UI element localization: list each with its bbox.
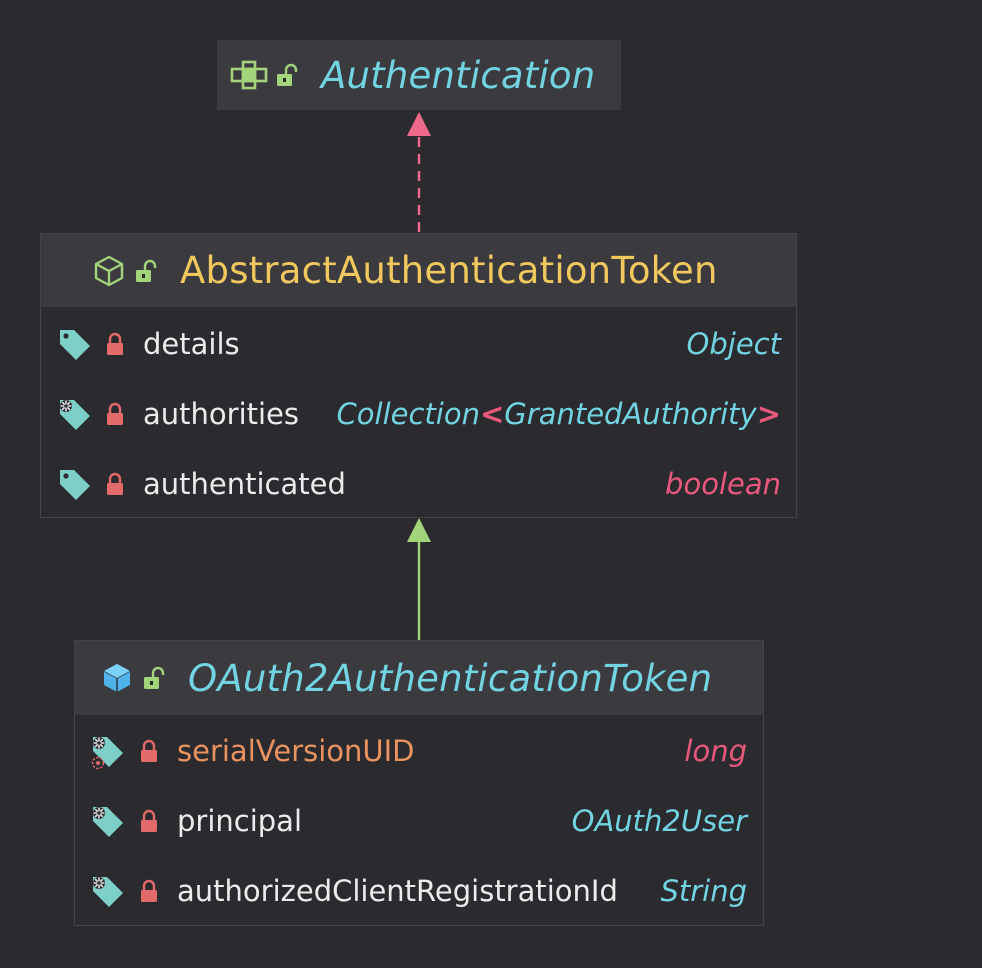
- public-lock-icon: [142, 665, 166, 691]
- static-final-field-tag-icon: [90, 734, 126, 770]
- generic-open: <: [479, 397, 505, 431]
- node-header: OAuth2AuthenticationToken: [75, 641, 763, 715]
- public-lock-icon: [275, 62, 299, 88]
- field-row-details[interactable]: details Object: [41, 309, 796, 379]
- private-lock-icon: [139, 739, 159, 763]
- final-field-tag-icon: [90, 804, 126, 838]
- field-name: principal: [177, 804, 303, 838]
- field-row-authorized-client-registration-id[interactable]: authorizedClientRegistrationId String: [75, 856, 763, 926]
- interface-icon: [229, 57, 269, 93]
- abstract-class-icon: [92, 254, 126, 288]
- final-field-tag-icon: [90, 874, 126, 908]
- field-row-serial-version-uid[interactable]: serialVersionUID long: [75, 716, 763, 786]
- field-name: serialVersionUID: [177, 734, 415, 768]
- type-param: GrantedAuthority: [504, 397, 757, 431]
- field-row-principal[interactable]: principal OAuth2User: [75, 786, 763, 856]
- field-tag-icon: [57, 467, 93, 501]
- field-type: Collection<GrantedAuthority>: [337, 397, 781, 431]
- field-name: authorities: [143, 397, 300, 431]
- node-title: Authentication: [321, 53, 596, 97]
- realization-arrowhead: [407, 112, 431, 136]
- node-header: Authentication: [217, 40, 621, 110]
- field-name: authenticated: [143, 467, 346, 501]
- generic-close: >: [756, 397, 781, 431]
- private-lock-icon: [105, 402, 125, 426]
- class-icon: [100, 661, 134, 695]
- class-node-oauth2-authentication-token[interactable]: OAuth2AuthenticationToken serialVersionU…: [74, 640, 764, 926]
- field-name: authorizedClientRegistrationId: [177, 874, 618, 908]
- interface-node-authentication[interactable]: Authentication: [217, 40, 621, 110]
- private-lock-icon: [139, 879, 159, 903]
- private-lock-icon: [105, 332, 125, 356]
- final-field-tag-icon: [57, 397, 93, 431]
- field-tag-icon: [57, 327, 93, 361]
- field-row-authenticated[interactable]: authenticated boolean: [41, 449, 796, 519]
- public-lock-icon: [134, 258, 158, 284]
- field-name: details: [143, 327, 240, 361]
- field-type: boolean: [665, 467, 781, 501]
- node-title: OAuth2AuthenticationToken: [188, 656, 713, 700]
- node-title: AbstractAuthenticationToken: [180, 249, 718, 292]
- private-lock-icon: [139, 809, 159, 833]
- field-type: Object: [686, 327, 781, 361]
- abstract-class-node[interactable]: AbstractAuthenticationToken details Obje…: [40, 233, 797, 518]
- inheritance-arrowhead: [407, 518, 431, 542]
- field-row-authorities[interactable]: authorities Collection<GrantedAuthority>: [41, 379, 796, 449]
- field-type: String: [660, 874, 747, 908]
- field-type: long: [684, 734, 747, 768]
- field-type: OAuth2User: [571, 804, 747, 838]
- node-header: AbstractAuthenticationToken: [41, 234, 796, 307]
- private-lock-icon: [105, 472, 125, 496]
- type-main: Collection: [336, 397, 480, 431]
